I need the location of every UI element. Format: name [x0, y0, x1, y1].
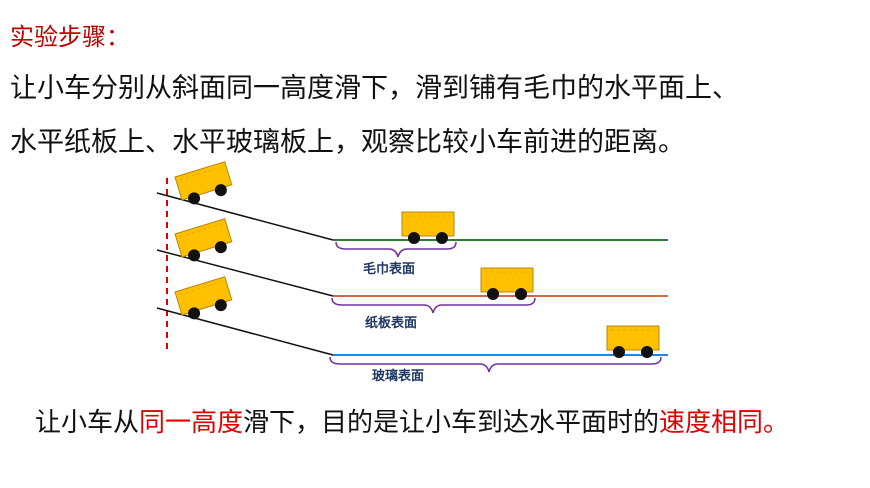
brace-glass — [329, 356, 662, 373]
brace-towel — [335, 241, 457, 258]
conclusion-text: 让小车从同一高度滑下，目的是让小车到达水平面时的速度相同。 — [35, 406, 789, 440]
brace-cardboard — [331, 297, 536, 314]
instruction-line-1: 让小车分别从斜面同一高度滑下，滑到铺有毛巾的水平面上、 — [10, 73, 739, 104]
instruction-line-2: 水平纸板上、水平玻璃板上，观察比较小车前进的距离。 — [10, 127, 685, 158]
track-cardboard: 纸板表面 — [156, 218, 668, 331]
conclusion-part-1: 让小车从 — [35, 408, 140, 438]
section-heading: 实验步骤： — [10, 23, 130, 51]
surface-label-glass: 玻璃表面 — [372, 368, 424, 384]
surface-label-towel: 毛巾表面 — [363, 261, 415, 277]
cart-flat-3 — [606, 325, 660, 359]
surface-label-cardboard: 纸板表面 — [365, 315, 417, 331]
conclusion-highlight-same-height: 同一高度 — [139, 408, 244, 438]
conclusion-highlight-same-speed: 速度相同。 — [659, 408, 790, 438]
track-glass: 玻璃表面 — [156, 276, 668, 384]
track-towel: 毛巾表面 — [156, 161, 668, 277]
conclusion-part-2: 滑下，目的是让小车到达水平面时的 — [243, 408, 660, 438]
